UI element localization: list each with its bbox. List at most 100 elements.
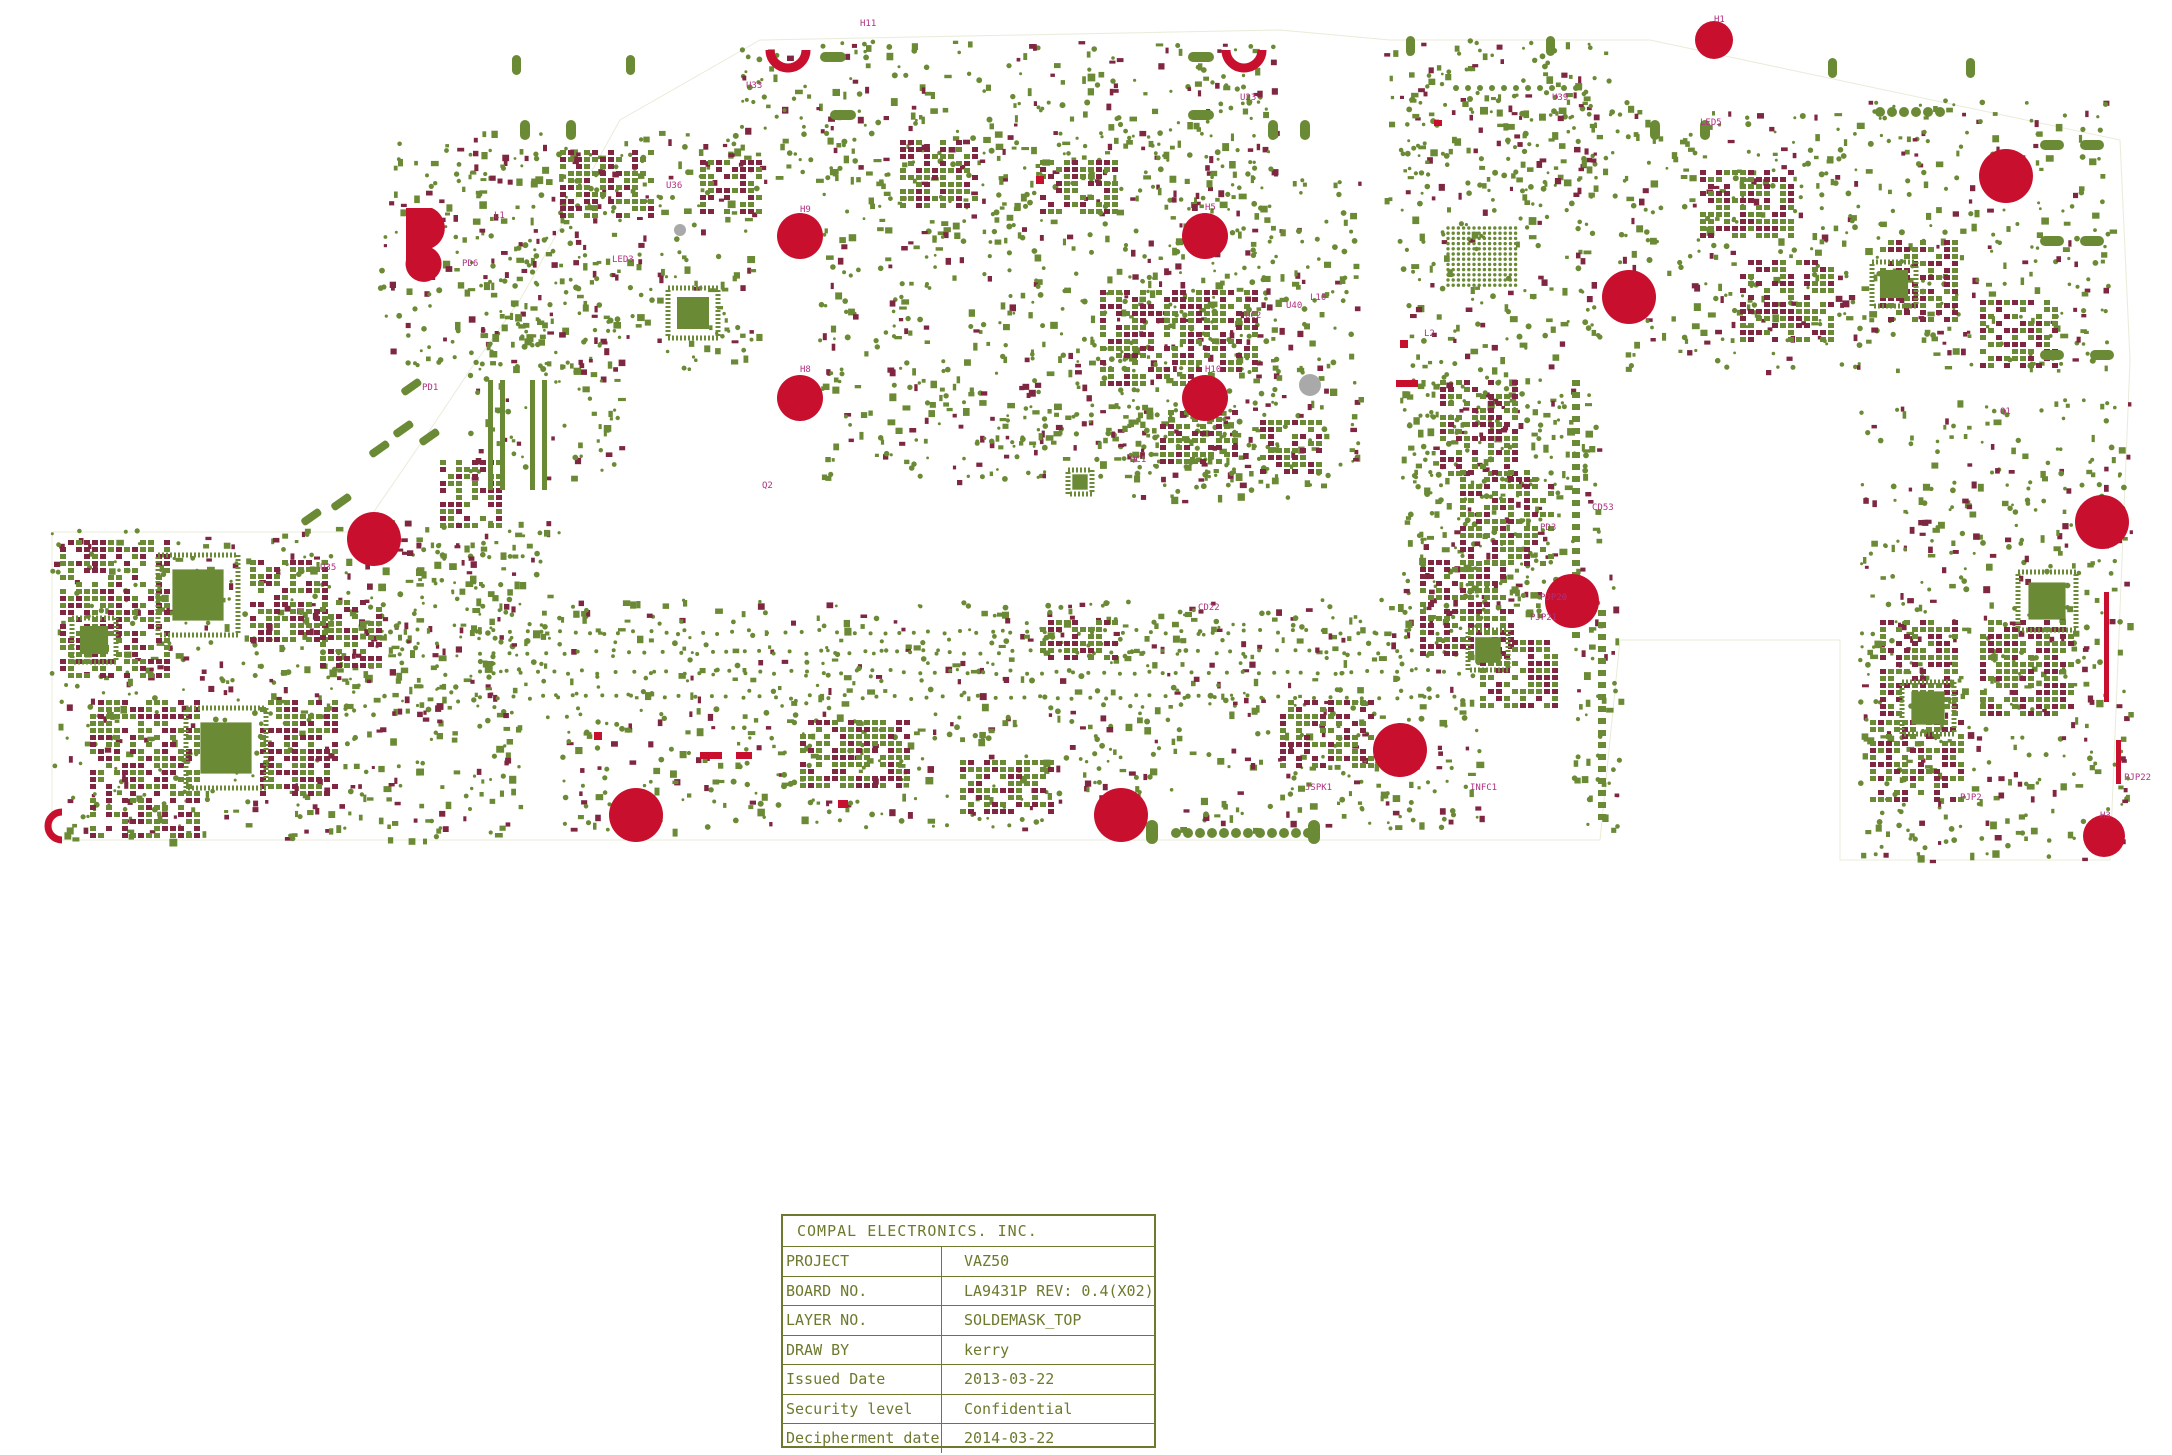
via — [1341, 770, 1346, 776]
smd-pad-marked — [1113, 83, 1118, 89]
smd-pad — [1343, 219, 1348, 226]
smd-pad — [1555, 111, 1559, 116]
via — [1005, 418, 1011, 423]
smd-pad — [1232, 171, 1237, 178]
smd-pad-marked — [2126, 454, 2131, 460]
via — [677, 250, 682, 255]
via — [950, 161, 956, 168]
via — [1014, 140, 1020, 146]
via — [398, 593, 403, 598]
via — [562, 794, 569, 801]
via — [492, 635, 498, 641]
smd-pad — [2117, 649, 2123, 656]
smd-pad — [1180, 827, 1187, 833]
smd-pad-marked — [439, 810, 446, 817]
smd-pad — [343, 764, 348, 770]
via — [1539, 53, 1546, 60]
via — [1882, 576, 1886, 580]
via — [498, 639, 504, 645]
via — [1440, 72, 1444, 76]
smd-pad — [66, 827, 74, 835]
via — [485, 717, 491, 724]
via — [1078, 673, 1085, 680]
smd-pad-marked — [1067, 234, 1074, 240]
via — [1043, 634, 1050, 641]
smd-pad-marked — [586, 610, 591, 617]
smd-pad — [1579, 704, 1583, 710]
smd-pad-marked — [1514, 134, 1521, 139]
via — [917, 604, 921, 607]
via — [807, 799, 814, 806]
via — [1843, 312, 1847, 316]
smd-pad-marked — [1052, 170, 1060, 174]
smd-pad-marked — [826, 800, 833, 804]
smd-pad-marked — [989, 441, 995, 449]
smd-pad — [699, 668, 706, 674]
via — [1200, 67, 1207, 73]
smd-pad — [2006, 226, 2011, 232]
via — [1007, 823, 1012, 828]
via — [1805, 160, 1811, 167]
via — [1036, 428, 1041, 432]
smd-pad — [1235, 320, 1240, 328]
smd-pad — [831, 458, 835, 462]
smd-pad — [1880, 221, 1887, 228]
via — [1032, 378, 1038, 384]
smd-pad — [1076, 348, 1080, 354]
via — [825, 646, 829, 650]
via — [1541, 579, 1547, 584]
smd-pad — [2034, 287, 2041, 294]
smd-pad — [1105, 151, 1111, 155]
smd-pad — [1239, 372, 1245, 379]
smd-pad-marked — [611, 741, 618, 747]
via — [1041, 266, 1046, 270]
via — [1791, 247, 1798, 253]
via — [1132, 368, 1136, 373]
smd-pad-marked — [317, 778, 323, 786]
smd-pad-marked — [66, 704, 73, 711]
via — [1469, 67, 1473, 72]
via — [824, 130, 830, 136]
via — [807, 743, 813, 749]
smd-pad — [1678, 349, 1683, 353]
via — [113, 560, 117, 564]
smd-pad-marked — [1536, 161, 1543, 168]
via — [618, 218, 622, 223]
smd-pad — [1578, 249, 1583, 255]
via — [1147, 774, 1153, 780]
via — [509, 612, 515, 618]
smd-pad-marked — [2119, 756, 2126, 761]
via — [1082, 143, 1088, 149]
via — [2126, 776, 2130, 781]
smd-pad-marked — [1998, 792, 2005, 799]
via — [782, 108, 787, 113]
smd-pad-marked — [1786, 356, 1793, 361]
smd-pad-marked — [1173, 190, 1177, 197]
smd-pad — [1470, 287, 1475, 294]
smd-pad — [1515, 589, 1520, 597]
smd-pad — [1242, 108, 1249, 115]
via — [563, 290, 569, 295]
via — [1420, 541, 1424, 545]
smd-pad — [1002, 720, 1009, 727]
via — [1274, 254, 1278, 259]
smd-pad — [396, 672, 403, 681]
smd-pad-marked — [1901, 151, 1906, 156]
via — [349, 677, 352, 681]
smd-pad — [860, 412, 868, 418]
via — [2061, 209, 2065, 213]
smd-pad — [843, 675, 852, 681]
via — [1012, 444, 1016, 448]
via — [1019, 817, 1025, 822]
via — [684, 257, 689, 263]
smd-pad — [2055, 123, 2063, 132]
smd-pad — [1476, 761, 1485, 769]
via — [886, 44, 893, 50]
via — [1032, 445, 1036, 448]
smd-pad — [1830, 178, 1835, 186]
smd-pad-marked — [578, 600, 584, 607]
via — [477, 723, 483, 729]
smd-pad — [1275, 299, 1282, 307]
via — [594, 187, 600, 193]
smd-pad — [1586, 758, 1591, 766]
